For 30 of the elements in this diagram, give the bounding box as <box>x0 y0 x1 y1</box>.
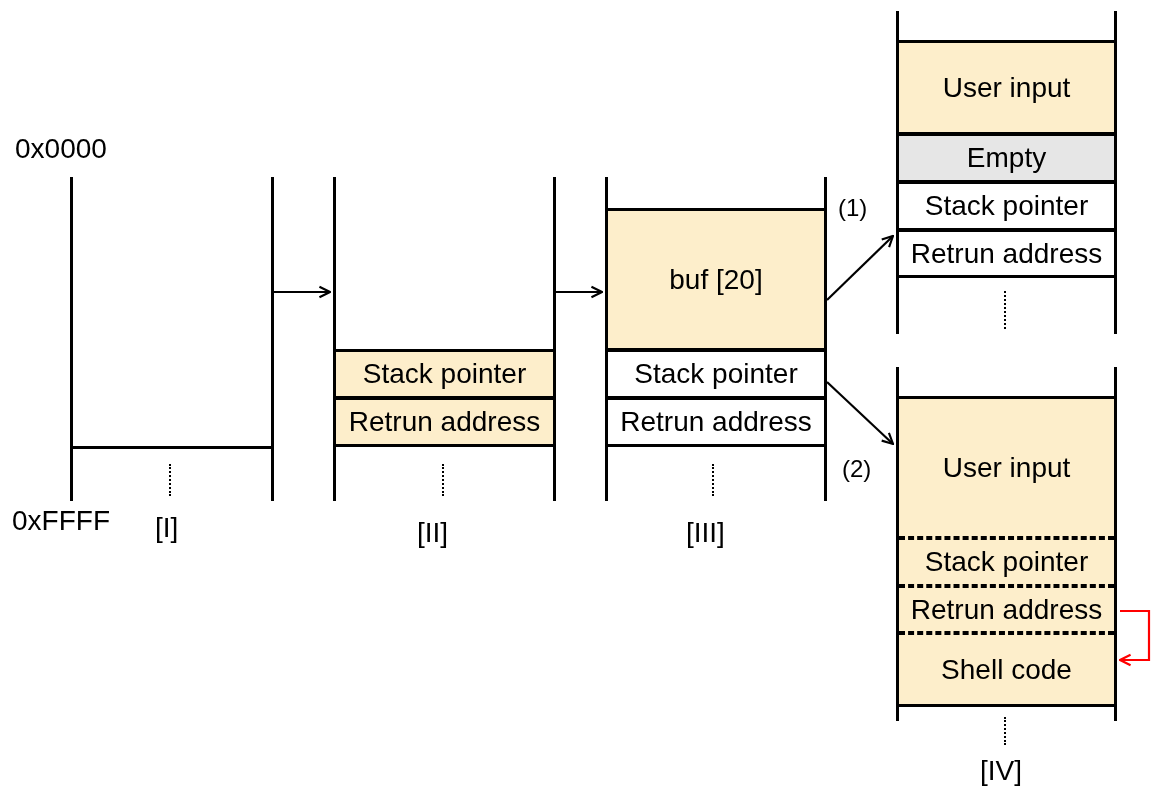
memory-cell: Stack pointer <box>899 181 1114 231</box>
memory-cell: Retrun address <box>899 229 1114 278</box>
address-label: 0xFFFF <box>12 505 110 537</box>
stack-label: [III] <box>686 517 725 549</box>
memory-cell: Empty <box>899 133 1114 183</box>
stack-column <box>333 177 556 501</box>
arrow <box>1118 609 1151 667</box>
arrow <box>274 285 332 299</box>
stack-column <box>896 11 1117 334</box>
memory-cell: Stack pointer <box>608 349 824 399</box>
memory-cell: User input <box>899 40 1114 135</box>
memory-cell: Retrun address <box>608 397 824 447</box>
step-label: (1) <box>838 194 868 222</box>
memory-cell: Retrun address <box>899 585 1114 634</box>
address-label: 0x0000 <box>15 133 107 165</box>
stack-column <box>70 177 274 501</box>
stack-label: [II] <box>417 517 449 549</box>
arrow <box>826 381 895 446</box>
stack-column <box>605 177 827 501</box>
arrow <box>826 234 895 301</box>
memory-cell: buf [20] <box>608 208 824 351</box>
memory-cell: User input <box>899 396 1114 539</box>
stack-label: [IV] <box>980 755 1022 787</box>
stack-label: [I] <box>155 512 179 544</box>
arrow <box>556 285 604 299</box>
memory-cell: Stack pointer <box>336 349 553 399</box>
memory-cell: Shell code <box>899 632 1114 707</box>
memory-cell: Retrun address <box>336 397 553 447</box>
memory-cell: Stack pointer <box>899 537 1114 587</box>
step-label: (2) <box>842 455 872 483</box>
